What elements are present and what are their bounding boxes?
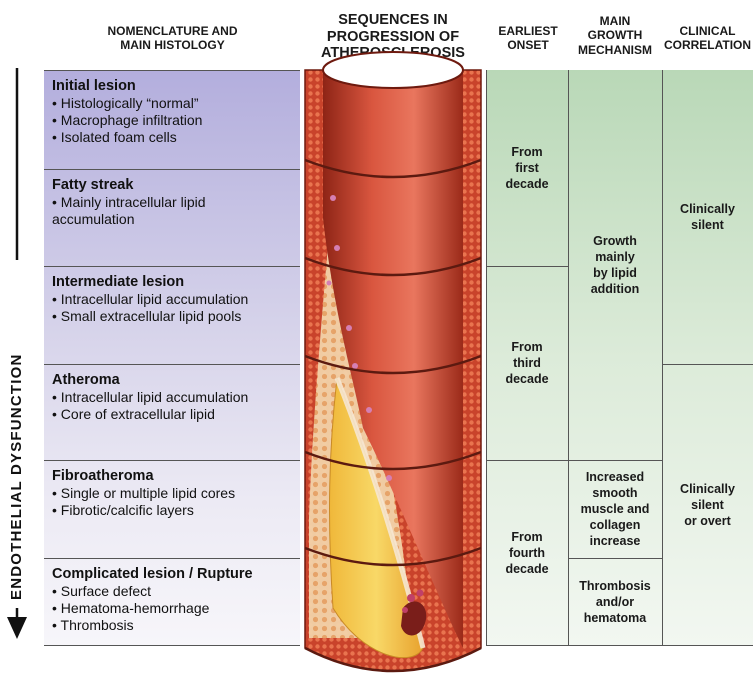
- stage-title: Initial lesion: [52, 78, 300, 95]
- clinical-silent-or-overt: Clinically silent or overt: [662, 364, 753, 645]
- row-divider: [44, 645, 300, 646]
- stage-title: Fatty streak: [52, 177, 300, 194]
- stage-complicated-lesion: Complicated lesion / Rupture • Surface d…: [44, 559, 300, 645]
- stage-intermediate-lesion: Intermediate lesion • Intracellular lipi…: [44, 267, 300, 364]
- stage-bullet: accumulation: [52, 211, 300, 228]
- stage-title: Complicated lesion / Rupture: [52, 566, 300, 583]
- stage-bullet: • Thrombosis: [52, 617, 300, 634]
- foam-cell: [386, 475, 392, 481]
- downward-arrow: [0, 0, 40, 620]
- stage-bullet: • Core of extracellular lipid: [52, 406, 300, 423]
- clinical-silent: Clinically silent: [662, 70, 753, 364]
- stage-fibroatheroma: Fibroatheroma • Single or multiple lipid…: [44, 461, 300, 558]
- growth-smooth-muscle: Increased smooth muscle and collagen inc…: [568, 460, 662, 558]
- stage-atheroma: Atheroma • Intracellular lipid accumulat…: [44, 365, 300, 460]
- stage-bullet: • Macrophage infiltration: [52, 112, 300, 129]
- stage-title: Atheroma: [52, 372, 300, 389]
- onset-fourth-decade: From fourth decade: [486, 460, 568, 645]
- foam-cell: [334, 245, 340, 251]
- lumen-opening: [323, 52, 463, 88]
- growth-lipid-addition: Growth mainly by lipid addition: [568, 70, 662, 460]
- header-clinical: CLINICAL CORRELATION: [662, 24, 753, 53]
- stage-bullet: • Mainly intracellular lipid: [52, 194, 300, 211]
- stage-fatty-streak: Fatty streak • Mainly intracellular lipi…: [44, 170, 300, 266]
- stage-initial-lesion: Initial lesion • Histologically “normal”…: [44, 71, 300, 169]
- arrow-head-icon: [2, 615, 32, 645]
- stage-bullet: • Histologically “normal”: [52, 95, 300, 112]
- onset-first-decade: From first decade: [486, 70, 568, 266]
- foam-cell: [352, 363, 358, 369]
- thrombus-cell: [402, 607, 408, 613]
- stage-bullet: • Fibrotic/calcific layers: [52, 502, 300, 519]
- growth-thrombosis: Thrombosis and/or hematoma: [568, 558, 662, 645]
- foam-cell: [366, 407, 372, 413]
- stage-title: Intermediate lesion: [52, 274, 300, 291]
- stage-bullet: • Surface defect: [52, 583, 300, 600]
- stage-bullet: • Isolated foam cells: [52, 129, 300, 146]
- stage-bullet: • Intracellular lipid accumulation: [52, 291, 300, 308]
- artery-illustration: [293, 48, 493, 688]
- stage-bullet: • Small extracellular lipid pools: [52, 308, 300, 325]
- thrombus-cell: [417, 590, 424, 597]
- foam-cell: [330, 195, 336, 201]
- stage-title: Fibroatheroma: [52, 468, 300, 485]
- stage-bullet: • Hematoma-hemorrhage: [52, 600, 300, 617]
- onset-third-decade: From third decade: [486, 266, 568, 460]
- thrombus-cell: [407, 594, 415, 602]
- header-onset: EARLIEST ONSET: [488, 24, 568, 53]
- foam-cell: [327, 281, 332, 286]
- header-nomenclature: NOMENCLATURE AND MAIN HISTOLOGY: [80, 24, 265, 53]
- stage-bullet: • Single or multiple lipid cores: [52, 485, 300, 502]
- table-bottom: [486, 645, 753, 646]
- header-growth: MAIN GROWTH MECHANISM: [568, 14, 662, 57]
- foam-cell: [346, 325, 352, 331]
- stage-bullet: • Intracellular lipid accumulation: [52, 389, 300, 406]
